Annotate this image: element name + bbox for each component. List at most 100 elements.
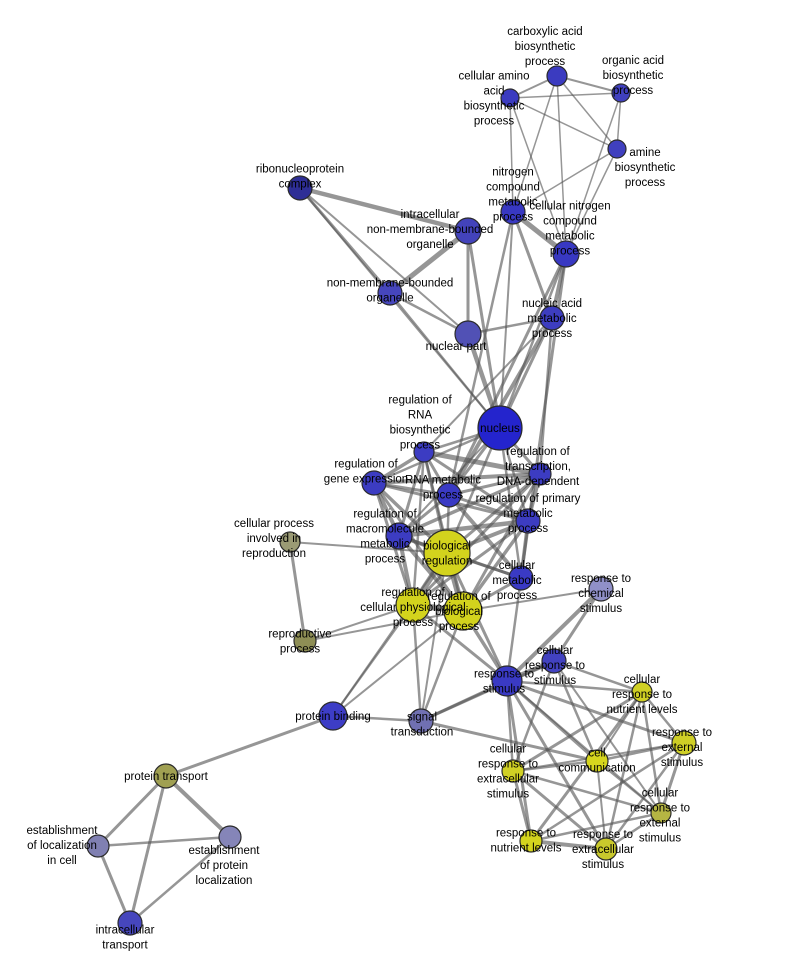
edge-crs-crnl [552,659,644,694]
edge-cres_ex-ccom [511,759,599,773]
node-crs[interactable] [541,648,567,674]
edge-rtdd-rge [372,472,542,485]
edge-rnpc-npart [299,187,469,335]
node-ptrans[interactable] [153,763,179,789]
node-rnl[interactable] [519,829,543,853]
node-oabp[interactable] [611,83,631,103]
edge-rbp-pbind [332,610,464,717]
edge-ncmp-rnamp [447,210,515,497]
node-epl[interactable] [218,825,242,849]
edge-crnl-cres_ext [640,690,663,815]
edge-ambp-ncmp [512,148,618,213]
node-rge[interactable] [361,470,387,496]
node-cncmp[interactable] [552,240,580,268]
node-inmbo[interactable] [454,217,482,245]
node-ccom[interactable] [585,749,609,773]
edge-bioreg-sigt [420,552,448,722]
edge-ncmp-namp [511,210,554,320]
edge-bioreg-cpir [289,541,448,554]
node-repro[interactable] [293,629,317,653]
node-rbp[interactable] [443,591,483,631]
node-rpmp[interactable] [515,508,541,534]
edge-layer [96,75,686,925]
node-namp[interactable] [539,305,565,331]
node-bioreg[interactable] [423,529,471,577]
node-nucleus[interactable] [477,405,523,451]
node-crnl[interactable] [631,681,653,703]
edge-crs-cres_ex [511,659,556,773]
edge-caboxp-cncmp [556,75,567,255]
node-rcs[interactable] [588,576,614,602]
edge-rts-res [505,679,686,745]
edge-ambp-cncmp [565,148,618,255]
edge-ptrans-elc [96,774,168,848]
edge-pbind-ptrans [164,714,335,778]
node-caabp[interactable] [500,88,520,108]
node-rmmp[interactable] [385,522,413,550]
node-rexs[interactable] [594,837,618,861]
edge-res-rexs [604,741,686,851]
edge-oabp-cncmp [565,92,622,255]
edge-rrbp-rpmp [422,450,530,523]
node-elc[interactable] [86,834,110,858]
node-label-npart: nuclear part [426,341,488,353]
node-rtdd[interactable] [528,462,552,486]
edge-namp-rrbp [423,317,553,453]
edge-rts-sigt [419,679,509,723]
edge-rge-rbp [372,481,465,613]
edge-cres_ex-cres_ext [511,769,663,815]
node-npart[interactable] [454,320,482,348]
edge-rpmp-rmmp [396,518,531,539]
edge-cres_ex-rnl [511,769,533,843]
edge-ccom-rexs [596,760,607,850]
edge-rnamp-rpmp [447,493,530,523]
edge-crnl-cres_ex [511,690,644,773]
node-cres_ext[interactable] [650,802,672,824]
node-rnamp[interactable] [436,482,462,508]
node-ambp[interactable] [607,139,627,159]
node-sigt[interactable] [408,708,434,734]
node-label-ptrans: protein transport [124,771,209,783]
edge-rtdd-rbp [461,472,542,613]
node-rcpp[interactable] [395,587,431,623]
edge-cres_ext-rnl [529,811,663,843]
node-ncmp[interactable] [500,199,526,225]
edge-rpmp-rcpp [411,519,530,607]
node-caboxp[interactable] [546,65,568,87]
node-nmbo[interactable] [377,280,403,306]
node-cpir[interactable] [279,531,301,553]
node-res[interactable] [671,730,697,756]
node-rrbp[interactable] [413,441,435,463]
node-pbind[interactable] [318,701,348,731]
node-rts[interactable] [491,665,523,697]
node-rnpc[interactable] [287,175,313,201]
node-cmp[interactable] [508,565,534,591]
edge-cpir-repro [288,540,307,643]
node-cres_ex[interactable] [501,759,525,783]
edge-crs-ccom [552,659,599,763]
edge-caabp-cncmp [509,97,567,255]
node-itrans[interactable] [117,910,143,936]
